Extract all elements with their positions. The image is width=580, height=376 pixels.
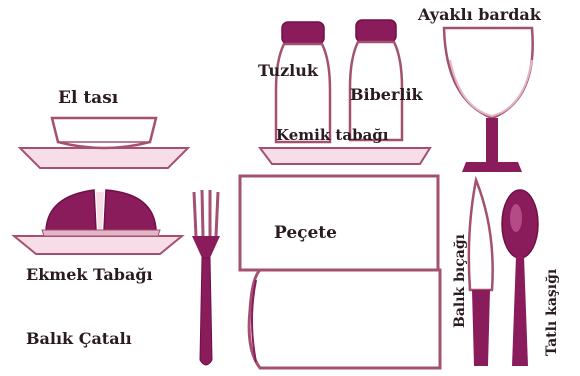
label-kemik-tabagi: Kemik tabağı <box>276 126 389 144</box>
label-tatli-kasigi: Tatlı kaşığı <box>544 269 560 356</box>
label-pecete: Peçete <box>274 223 337 243</box>
napkin-icon <box>240 176 440 368</box>
fish-knife-icon <box>469 180 493 366</box>
label-biberlik: Biberlik <box>350 85 424 104</box>
label-el-tasi: El tası <box>58 88 119 108</box>
label-ayakli-bardak: Ayaklı bardak <box>417 5 542 24</box>
label-balik-catali: Balık Çatalı <box>26 329 132 348</box>
finger-bowl-icon <box>20 118 188 168</box>
label-balik-bicagi: Balık bıçağı <box>452 234 468 328</box>
wine-glass-icon <box>444 28 533 172</box>
fish-fork-icon <box>192 190 220 365</box>
bread-plate-icon <box>14 190 182 254</box>
salt-shaker-icon <box>276 22 330 142</box>
bone-plate-icon <box>260 148 430 164</box>
label-ekmek-tabagi: Ekmek Tabağı <box>26 265 153 284</box>
pepper-shaker-icon <box>350 20 402 140</box>
dessert-spoon-icon <box>502 190 538 366</box>
label-tuzluk: Tuzluk <box>258 61 319 80</box>
